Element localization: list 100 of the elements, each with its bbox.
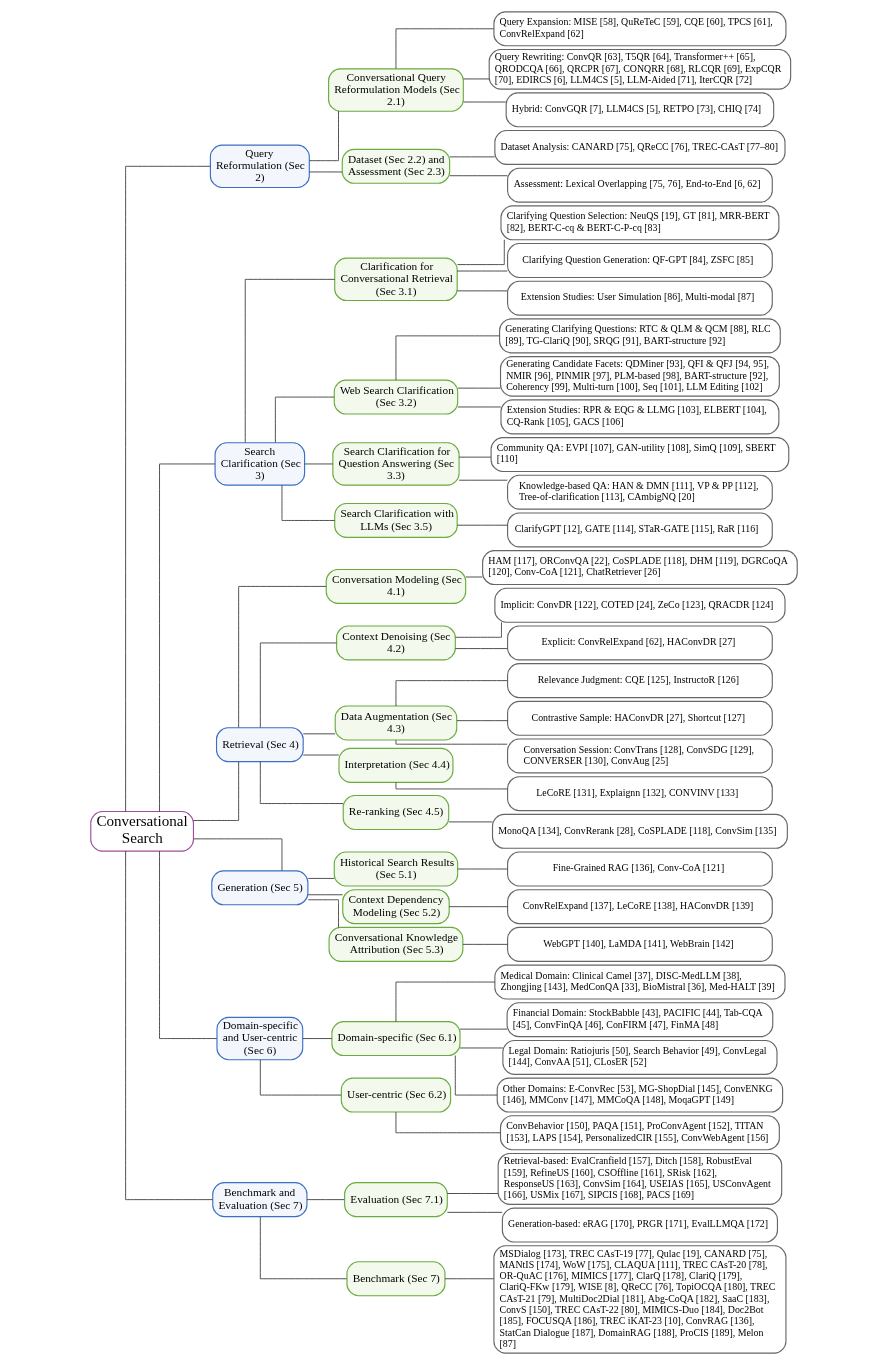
node-box: Assessment: Lexical Overlapping [75, 76], End-to-End [6, 62] bbox=[507, 167, 773, 203]
node-box: Historical Search Results (Sec 5.1) bbox=[333, 851, 459, 887]
node-box: Clarifying Question Selection: NeuQS [19], GT [81], MRR-BERT [82], BERT-C-cq & BERT-C-P-cq [83] bbox=[500, 205, 780, 241]
connector bbox=[459, 1028, 508, 1030]
connector bbox=[395, 680, 508, 707]
connector bbox=[125, 165, 211, 812]
connector bbox=[458, 456, 492, 458]
node-box: Generation-based: eRAG [170], PRGR [171], EvalLLMQA [172] bbox=[501, 1207, 778, 1243]
connector bbox=[446, 1193, 499, 1194]
connector bbox=[307, 899, 339, 928]
node-box: Search Clarification (Sec 3) bbox=[214, 442, 306, 486]
connector bbox=[302, 1038, 333, 1039]
connector bbox=[281, 484, 336, 521]
node-box: Retrieval-based: EvalCranfield [157], Ditch [158], RobustEval [159], RefineUS [160], CSOffline [161], SRisk [162], ResponseUS [163], ConvSim [164], USEIAS [165], USConvAgent [166], USMix [167], SIPCIS [168], PACS [169] bbox=[497, 1152, 783, 1205]
node-box: MonoQA [134], ConvRerank [28], CoSPLADE [118], ConvSim [135] bbox=[491, 813, 788, 849]
node-box: Data Augmentation (Sec 4.3) bbox=[334, 705, 458, 741]
node-box: Dataset Analysis: CANARD [75], QReCC [76], TREC-CAsT [77–80] bbox=[494, 129, 786, 165]
node-box: WebGPT [140], LaMDA [141], WebBrain [142] bbox=[507, 926, 773, 962]
node-box: Search Clarification with LLMs (Sec 3.5) bbox=[334, 502, 458, 538]
node-box: Query Reformulation (Sec 2) bbox=[209, 144, 310, 189]
node-box: Explicit: ConvRelExpand [62], HAConvDR [27] bbox=[507, 625, 773, 661]
connector bbox=[463, 101, 507, 103]
node-box: Search Clarification for Question Answering (Sec 3.3) bbox=[332, 442, 460, 486]
connector bbox=[395, 782, 508, 790]
connector bbox=[457, 387, 501, 389]
node-box: Other Domains: E-ConvRec [53], MG-ShopDial [145], ConvENKG [146], MMConv [147], MMCoQA [148], MoqaGPT [149] bbox=[496, 1077, 784, 1113]
connector bbox=[465, 576, 483, 578]
node-box: Interpretation (Sec 4.4) bbox=[338, 747, 454, 783]
node-box: User-centric (Sec 6.2) bbox=[340, 1077, 452, 1113]
connector bbox=[274, 396, 335, 443]
node-box: Domain-specific (Sec 6.1) bbox=[331, 1021, 461, 1057]
connector bbox=[307, 878, 335, 879]
node-box: Clarification for Conversational Retrieval (Sec 3.1) bbox=[334, 257, 458, 302]
node-box: Implicit: ConvDR [122], COTED [24], ZeCo [123], QRACDR [124] bbox=[494, 587, 786, 623]
node-box: Extension Studies: RPR & EQG & LLMG [103], ELBERT [104], CQ-Rank [105], GACS [106] bbox=[500, 399, 780, 435]
connector bbox=[302, 733, 336, 735]
node-box: Fine-Grained RAG [136], Conv-CoA [121] bbox=[507, 851, 773, 887]
node-box: Medical Domain: Clinical Camel [37], DISC-MedLLM [38], Zhongjing [143], MedConQA [33], BioMistral [36], Med-HALT [39] bbox=[494, 964, 786, 1000]
connector bbox=[449, 175, 508, 177]
connector bbox=[454, 648, 508, 649]
connector bbox=[448, 821, 493, 823]
connector bbox=[307, 894, 344, 896]
connector bbox=[463, 78, 490, 80]
connector bbox=[446, 1211, 503, 1213]
connector bbox=[259, 761, 344, 804]
node-box: Generation (Sec 5) bbox=[211, 870, 309, 906]
connector bbox=[458, 479, 508, 481]
node-box: Contrastive Sample: HAConvDR [27], Shortcut [127] bbox=[507, 700, 773, 736]
connector bbox=[456, 239, 505, 265]
node-box: LeCoRE [131], Explaignn [132], CONVINV [133] bbox=[507, 776, 773, 812]
node-box: Dataset (Sec 2.2) and Assessment (Sec 2.3) bbox=[341, 148, 451, 184]
connector bbox=[456, 720, 508, 722]
node-box: HAM [117], ORConvQA [22], CoSPLADE [118], DHM [119], DGRCoQA [120], Conv-CoA [121], ChatRetriever [26] bbox=[482, 550, 798, 586]
node-box: Conversational Query Reformulation Models (Sec 2.1) bbox=[328, 68, 464, 112]
connector bbox=[159, 463, 216, 812]
connector bbox=[309, 110, 339, 162]
node-box: Benchmark (Sec 7) bbox=[346, 1261, 446, 1297]
node-box: MSDialog [173], TREC CAsT-19 [77], Qulac [19], CANARD [75], MANtIS [174], WoW [175], CLAQUA [111], TREC CAsT-20 [78], OR-QuAC [176], MIMICS [177], ClarQ [178], ClariQ [179], ClariQ-FKw [179], WISE [8], QReCC [76], TopiOCQA [180], TREC CAsT-21 [79], MultiDoc2Dial [181], Abg-CoQA [182], SaaC [183], ConvS [150], TREC CAsT-22 [80], MIMICS-Duo [184], Doc2Bot [185], FOCUSQA [186], TREC iKAT-23 [10], ConvRAG [136], StatCan Dialogue [187], DomainRAG [188], ProCIS [189], Melon [87] bbox=[493, 1245, 787, 1354]
node-box: Extension Studies: User Simulation [86], Multi-modal [87] bbox=[507, 280, 773, 316]
connector bbox=[306, 1199, 345, 1201]
node-box: Context Denoising (Sec 4.2) bbox=[336, 625, 456, 661]
node-box: Web Search Clarification (Sec 3.2) bbox=[333, 379, 459, 415]
node-box: Benchmark and Evaluation (Sec 7) bbox=[212, 1182, 308, 1218]
connector bbox=[444, 1278, 495, 1280]
connector bbox=[395, 1111, 501, 1134]
node-box: ConvRelExpand [137], LeCoRE [138], HAConvDR [139] bbox=[507, 889, 773, 925]
node-box: Relevance Judgment: CQE [125], InstructoR [126] bbox=[507, 663, 773, 699]
connector bbox=[459, 1047, 504, 1049]
node-box: Hybrid: ConvGQR [7], LLM4CS [5], RETPO [73], CHIQ [74] bbox=[505, 92, 775, 128]
connector bbox=[259, 642, 337, 728]
connector bbox=[259, 1216, 348, 1280]
connector bbox=[395, 981, 496, 1023]
connector bbox=[455, 621, 502, 638]
connector bbox=[238, 586, 327, 728]
node-box: Generating Candidate Facets: QDMiner [93], QFI & QFJ [94, 95], NMIR [96], PINMIR [97], PLM-based [98], BART-structure [92], Coherency [99], Multi-turn [100], Seq [101], LLM Editing [102] bbox=[499, 356, 780, 397]
node-box: Conversation Session: ConvTrans [128], ConvSDG [129], CONVERSER [130], ConvAug [25] bbox=[507, 738, 773, 774]
connector bbox=[244, 278, 336, 443]
connector bbox=[159, 850, 218, 1039]
node-box: Re-ranking (Sec 4.5) bbox=[342, 794, 450, 830]
node-box: Knowledge-based QA: HAN & DMN [111], VP & PP [112], Tree-of-clarification [113], CAmbigNQ [20] bbox=[507, 474, 773, 510]
connector bbox=[395, 335, 500, 381]
node-box: Query Rewriting: ConvQR [63], T5QR [64], Transformer++ [65], QRODCQA [66], QRCPR [67], CONQRR [68], RLCQR [69], ExpCQR [70], EDIRCS [6], LLM4CS [5], LLM-Aided [71], IterCQR [72] bbox=[488, 48, 792, 90]
node-box: Community QA: EVPI [107], GAN-utility [108], SimQ [109], SBERT [110] bbox=[490, 437, 790, 473]
connector bbox=[456, 270, 508, 272]
node-box: ClarifyGPT [12], GATE [114], STaR-GATE [115], RaR [116] bbox=[507, 512, 773, 548]
connector bbox=[449, 156, 496, 158]
connector bbox=[456, 524, 508, 526]
connector bbox=[395, 28, 495, 70]
node-box: Conversational Search bbox=[90, 811, 194, 852]
connector bbox=[259, 1059, 342, 1096]
node-box: Financial Domain: StockBabble [43], PACIFIC [44], Tab-CQA [45], ConvFinQA [46], ConFIRM [47], FinMA [48] bbox=[506, 1002, 774, 1038]
node-box: Retrieval (Sec 4) bbox=[215, 727, 304, 763]
node-box: Domain-specific and User-centric (Sec 6) bbox=[216, 1016, 304, 1061]
node-box: Legal Domain: Ratiojuris [50], Search Behavior [49], ConvLegal [144], ConvAA [51], CLosER [52] bbox=[502, 1039, 778, 1075]
connector bbox=[456, 290, 508, 292]
node-box: Clarifying Question Generation: QF-GPT [84], ZSFC [85] bbox=[507, 243, 773, 279]
node-box: Conversational Knowledge Attribution (Sec 5.3) bbox=[328, 926, 464, 962]
node-box: ConvBehavior [150], PAQA [151], ProConvAgent [152], TITAN [153], LAPS [154], PersonalizedCIR [155], ConvWebAgent [156] bbox=[499, 1115, 780, 1151]
node-box: Context Dependency Modeling (Sec 5.2) bbox=[342, 889, 450, 925]
node-box: Evaluation (Sec 7.1) bbox=[344, 1182, 448, 1218]
